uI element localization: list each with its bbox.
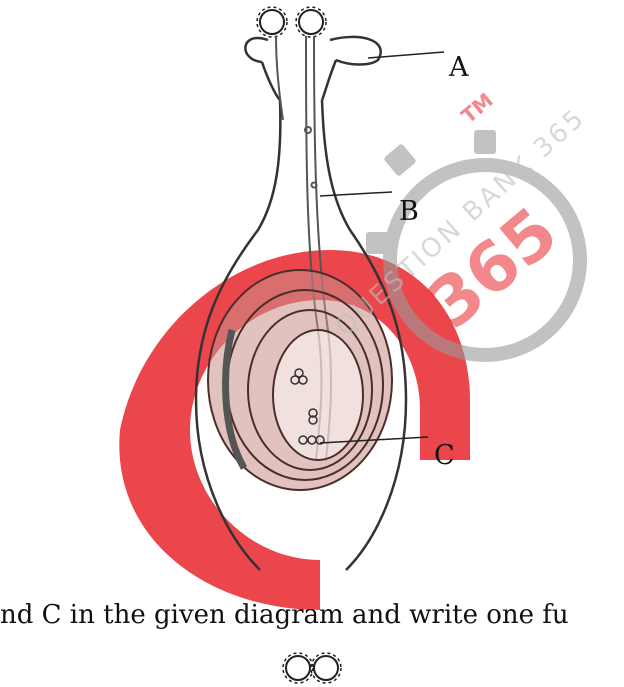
pointer-line-b xyxy=(320,192,392,196)
label-a: A xyxy=(449,52,469,83)
watermark-trademark: TM xyxy=(457,88,498,128)
question-text: nd C in the given diagram and write one … xyxy=(0,600,569,630)
pollen-grain-right xyxy=(296,7,326,37)
partial-figure-stigma xyxy=(283,653,341,683)
label-c: C xyxy=(434,440,455,471)
pollen-grain-left xyxy=(257,7,287,37)
label-b: B xyxy=(399,196,419,227)
